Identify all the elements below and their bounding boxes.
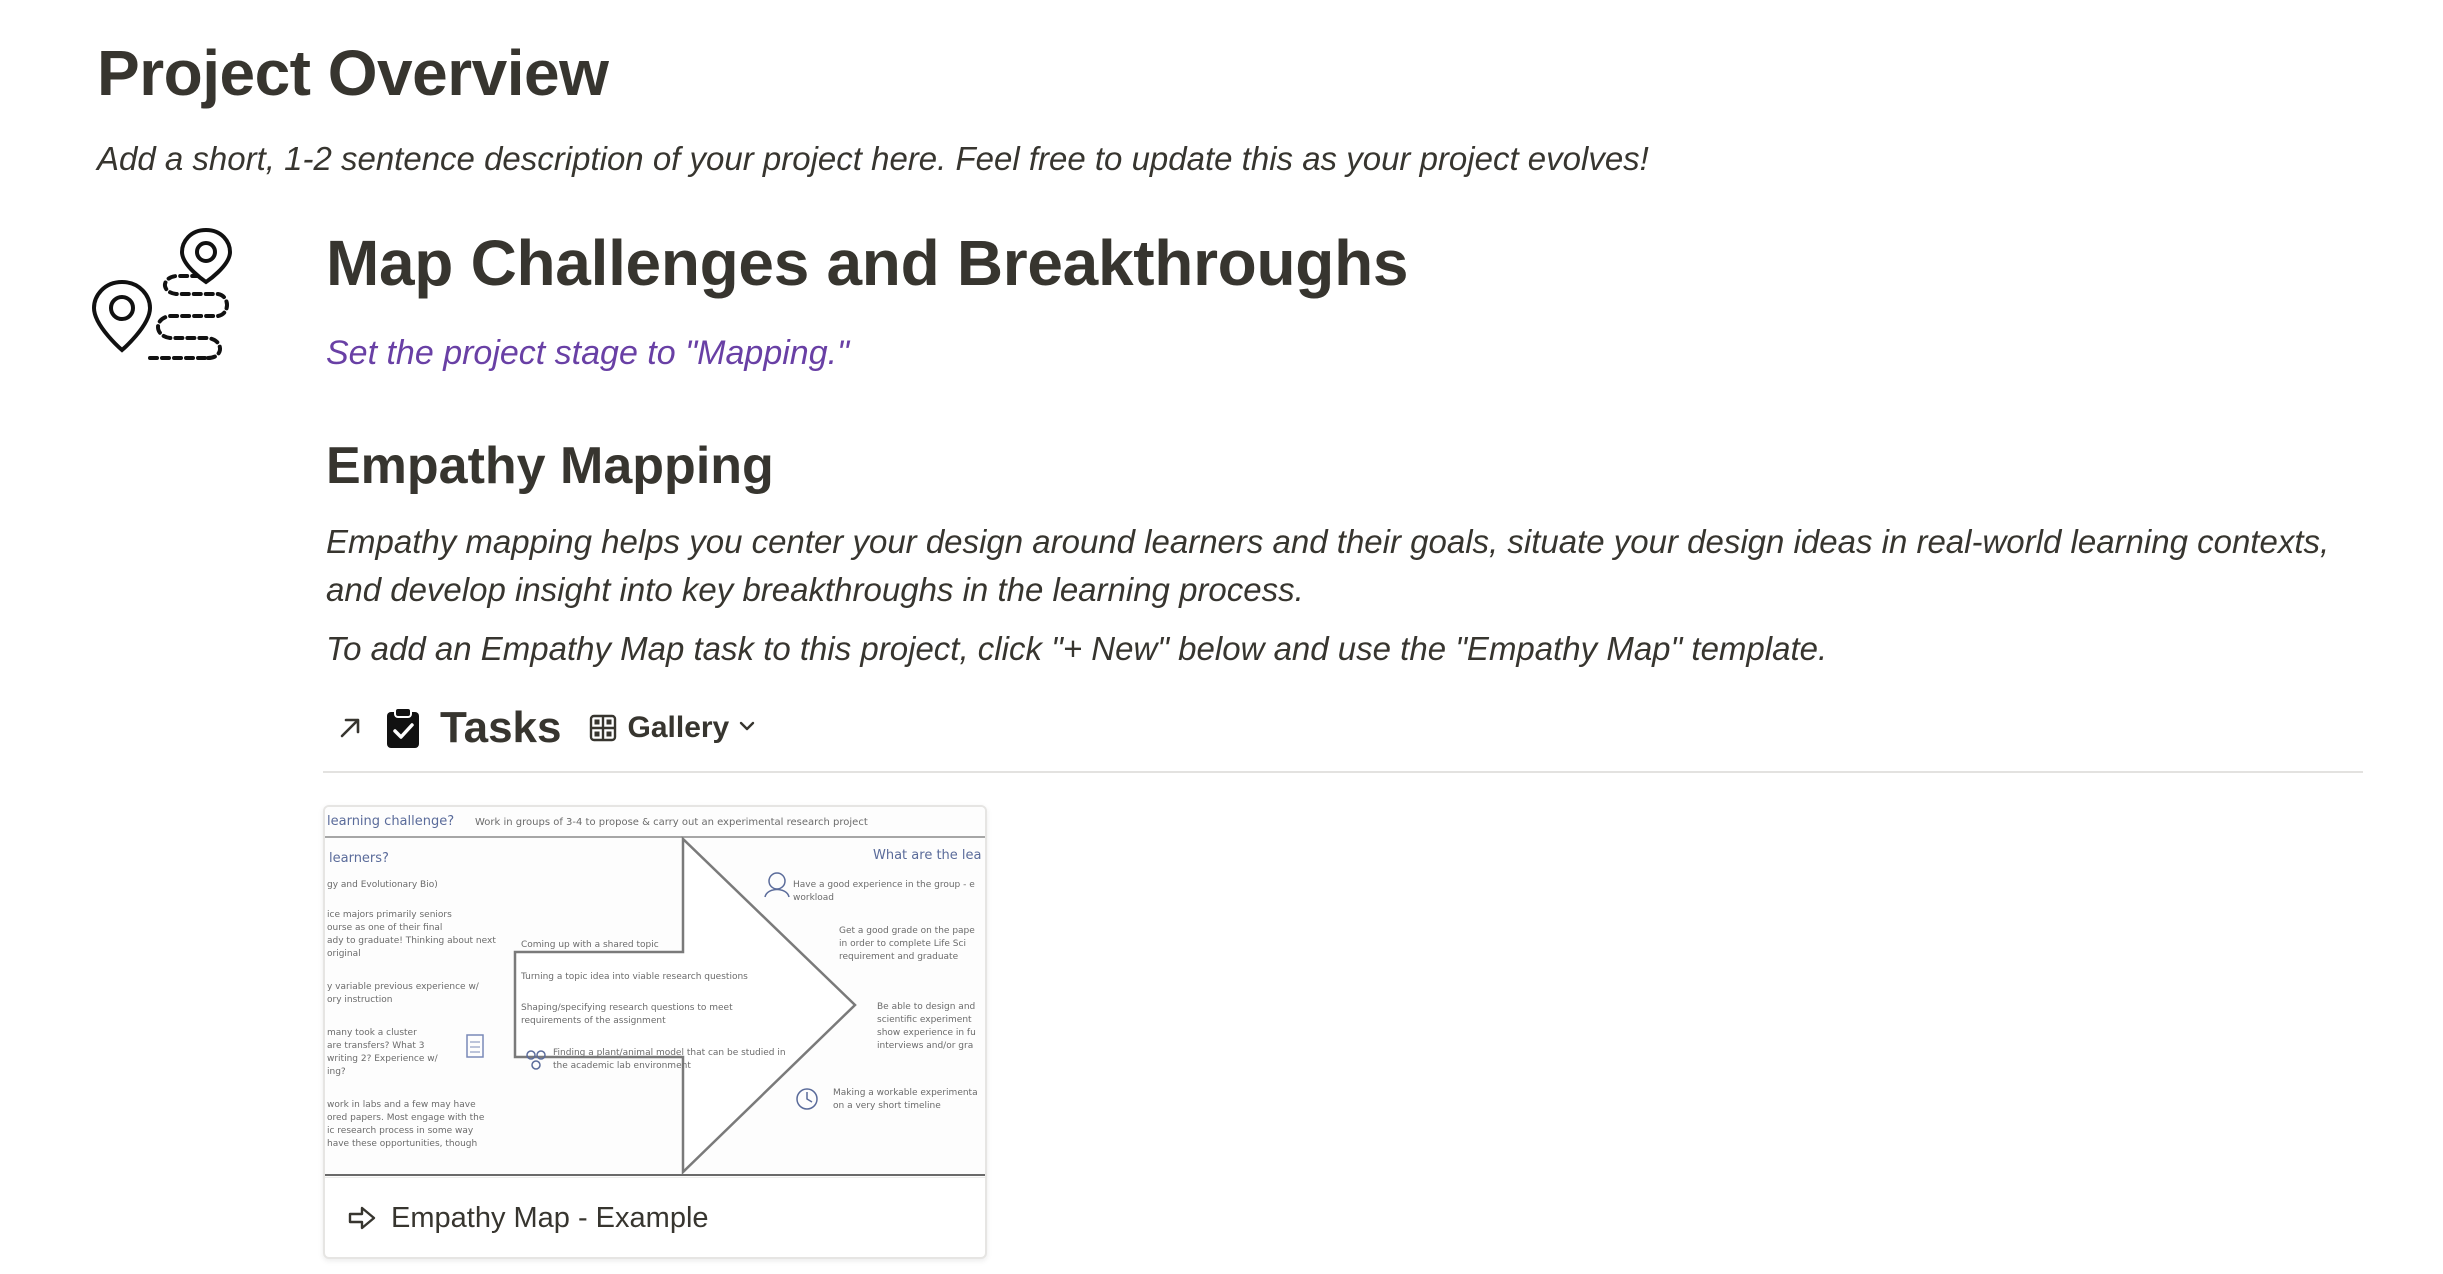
clock-icon <box>796 1088 818 1110</box>
thumb-left-heading: learners? <box>329 851 389 866</box>
thumb-right-note: in order to complete Life Sci <box>839 939 966 949</box>
thumb-arrow-note: Shaping/specifying research questions to… <box>521 1003 733 1013</box>
card-thumbnail: learning challenge? Work in groups of 3-… <box>325 807 985 1177</box>
thumb-right-note: Be able to design and <box>877 1002 975 1012</box>
thumb-arrow-note: Turning a topic idea into viable researc… <box>520 972 748 982</box>
page-arrow-icon <box>347 1203 377 1233</box>
database-title[interactable]: Tasks <box>440 703 562 752</box>
thumb-left-note: ing? <box>327 1067 346 1077</box>
thumb-left-note: ice majors primarily seniors <box>327 910 452 920</box>
thumb-left-note: original <box>327 949 361 959</box>
thumb-left-note: y variable previous experience w/ <box>327 982 480 992</box>
empathy-paragraph[interactable]: Empathy mapping helps you center your de… <box>326 523 2330 608</box>
database-divider <box>323 771 2363 773</box>
thumb-left-note: ady to graduate! Thinking about next <box>327 936 496 946</box>
thumb-right-note: Get a good grade on the pape <box>839 926 975 936</box>
database-header: Tasks Gallery <box>330 700 757 756</box>
thumb-arrow-note: the academic lab environment <box>553 1061 691 1071</box>
clipboard-check-icon <box>384 706 422 750</box>
gallery-card[interactable]: learning challenge? Work in groups of 3-… <box>323 805 987 1259</box>
thumb-right-note: requirement and graduate <box>839 952 959 962</box>
thumb-arrow-note: requirements of the assignment <box>521 1016 666 1026</box>
view-label: Gallery <box>627 711 730 744</box>
stage-note[interactable]: Set the project stage to "Mapping." <box>326 334 850 372</box>
thumb-left-note: ored papers. Most engage with the <box>327 1113 485 1123</box>
view-switcher[interactable]: Gallery <box>588 711 758 745</box>
arrow-up-right-icon[interactable] <box>330 708 370 748</box>
thumb-right-note: show experience in fu <box>877 1028 976 1038</box>
map-route-pins-icon <box>90 220 240 370</box>
empathy-instructions[interactable]: To add an Empathy Map task to this proje… <box>326 630 1828 667</box>
empathy-heading[interactable]: Empathy Mapping <box>326 437 774 495</box>
thumb-left-note: ic research process in some way <box>327 1126 474 1136</box>
thumb-header-left: learning challenge? <box>327 814 454 829</box>
chevron-down-icon <box>737 716 757 741</box>
page-description[interactable]: Add a short, 1-2 sentence description of… <box>97 140 1649 177</box>
empathy-map-thumbnail: learning challenge? Work in groups of 3-… <box>325 807 985 1177</box>
thumb-arrow-note: Finding a plant/animal model that can be… <box>553 1048 786 1058</box>
thumb-right-note: workload <box>793 893 834 903</box>
thumb-left-note: writing 2? Experience w/ <box>327 1054 439 1064</box>
thumb-right-note: Have a good experience in the group - e <box>793 880 975 890</box>
group-icon <box>764 872 790 898</box>
doc-icon <box>466 1034 484 1058</box>
thumb-left-note: have these opportunities, though <box>327 1139 477 1149</box>
gallery-grid-icon <box>588 713 618 743</box>
thumb-left-note: gy and Evolutionary Bio) <box>327 880 438 890</box>
thumb-left-note: many took a cluster <box>327 1028 417 1038</box>
page-title[interactable]: Project Overview <box>97 37 609 109</box>
thumb-right-note: interviews and/or gra <box>877 1041 973 1051</box>
card-title: Empathy Map - Example <box>391 1201 709 1234</box>
people-icon <box>526 1050 546 1070</box>
thumb-left-note: work in labs and a few may have <box>327 1100 476 1110</box>
thumb-left-note: ourse as one of their final <box>327 923 442 933</box>
thumb-right-heading: What are the lea <box>873 848 982 863</box>
thumb-right-note: scientific experiment <box>877 1015 972 1025</box>
thumb-arrow-note: Coming up with a shared topic <box>521 940 659 950</box>
thumb-header-right: Work in groups of 3-4 to propose & carry… <box>475 817 868 828</box>
thumb-left-note: ory instruction <box>327 995 392 1005</box>
card-footer[interactable]: Empathy Map - Example <box>325 1177 985 1257</box>
section-heading[interactable]: Map Challenges and Breakthroughs <box>326 227 1409 299</box>
thumb-right-note: Making a workable experimenta <box>833 1088 978 1098</box>
thumb-left-note: are transfers? What 3 <box>327 1041 425 1051</box>
thumb-right-note: on a very short timeline <box>833 1101 941 1111</box>
